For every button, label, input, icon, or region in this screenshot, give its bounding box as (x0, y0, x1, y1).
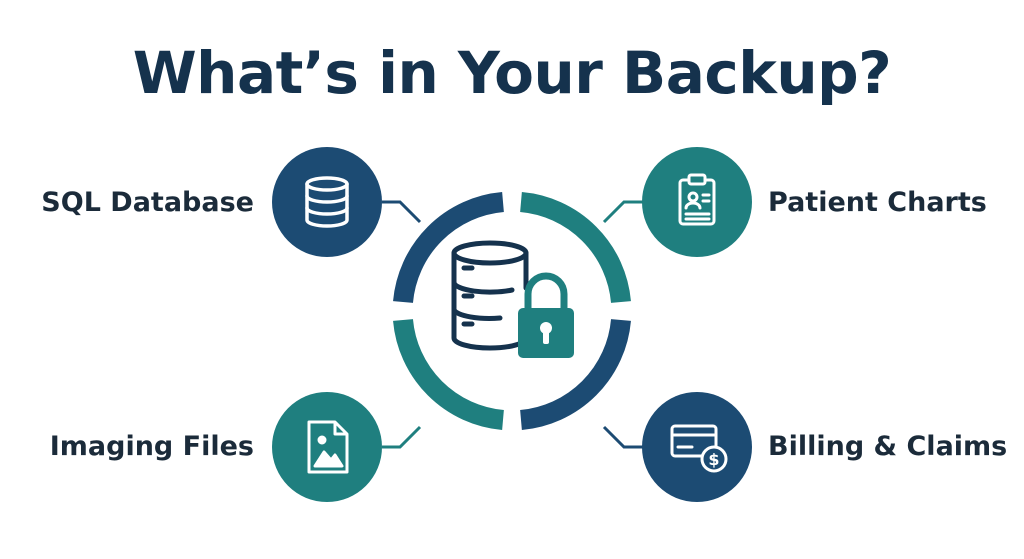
sql-database-node (272, 147, 382, 257)
svg-text:$: $ (708, 450, 719, 469)
page-title: What’s in Your Backup? (132, 39, 892, 107)
billing-claims-node: $ (642, 392, 752, 502)
ring-segment-top-left (393, 192, 505, 304)
image-file-icon (307, 420, 349, 474)
ring-segment-bottom-right (519, 318, 631, 430)
patient-charts-node (642, 147, 752, 257)
label-sql-database: SQL Database (41, 187, 254, 218)
billing-card-icon: $ (670, 424, 728, 473)
connector-sql-database (382, 200, 422, 224)
connector-patient-charts (602, 200, 644, 224)
clipboard-chart-icon (678, 173, 716, 226)
imaging-files-node (272, 392, 382, 502)
ring-segment-top-right (519, 192, 631, 304)
database-lock-icon (451, 240, 574, 358)
label-patient-charts: Patient Charts (768, 187, 987, 218)
connector-imaging-files (382, 425, 422, 449)
label-imaging-files: Imaging Files (49, 431, 254, 462)
central-ring (393, 192, 631, 430)
ring-segment-bottom-left (393, 318, 505, 430)
database-icon (305, 176, 349, 228)
label-billing-claims: Billing & Claims (768, 431, 1008, 462)
connector-billing-claims (602, 425, 644, 449)
connector-lines (382, 200, 644, 449)
